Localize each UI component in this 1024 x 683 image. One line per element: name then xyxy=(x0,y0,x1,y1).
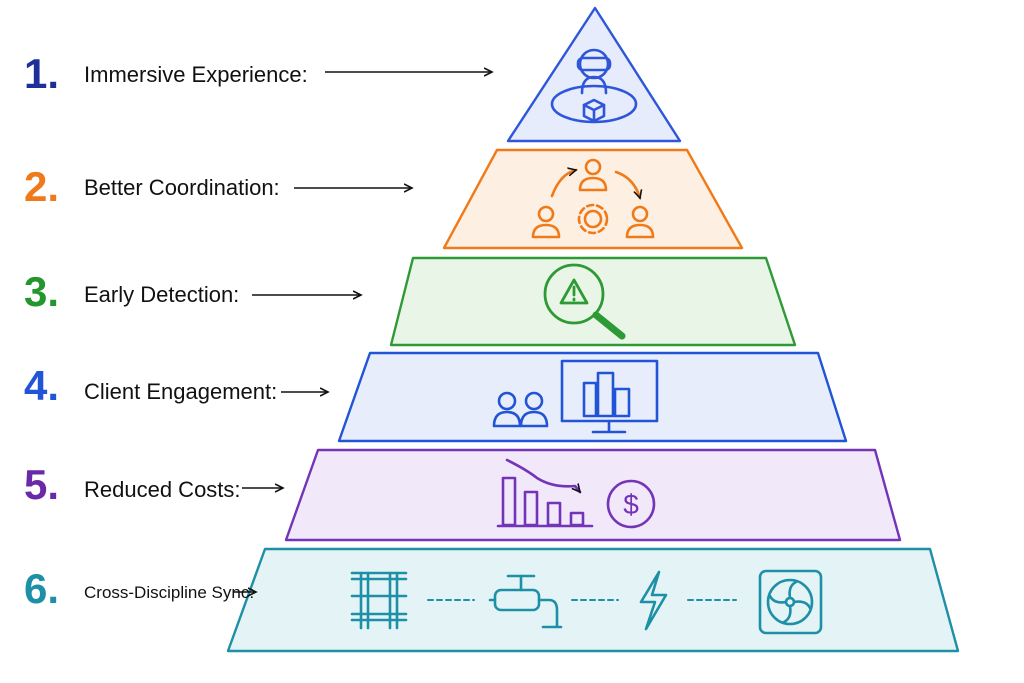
plumbing-valve-icon xyxy=(488,574,563,629)
lightning-icon xyxy=(639,570,668,631)
level-2-label: Better Coordination: xyxy=(84,175,280,200)
level-5-number: 5. xyxy=(24,461,59,508)
level-3-number: 3. xyxy=(24,268,59,315)
hvac-fan-icon xyxy=(758,569,823,635)
level-5-label: Reduced Costs: xyxy=(84,477,241,502)
pyramid-level-5: $ 5. Reduced Costs: xyxy=(24,448,902,542)
pyramid-level-6: 6. Cross-Discipline Sync: xyxy=(24,547,960,653)
warning-magnifier-icon xyxy=(543,263,626,340)
team-coordination-gear-icon xyxy=(531,158,655,239)
structure-plumbing-electrical-hvac-icon xyxy=(350,569,823,635)
level-4-label: Client Engagement: xyxy=(84,379,277,404)
structural-frame-icon xyxy=(350,571,408,630)
vr-headset-user-icon xyxy=(550,48,638,124)
pyramid-tier-5 xyxy=(284,448,902,542)
level-2-number: 2. xyxy=(24,163,59,210)
clients-building-monitor-icon xyxy=(492,359,659,434)
pyramid-tier-4 xyxy=(337,351,848,443)
pyramid-tier-1 xyxy=(506,6,682,143)
level-4-number: 4. xyxy=(24,362,59,409)
level-6-number: 6. xyxy=(24,565,59,612)
pyramid-level-4: 4. Client Engagement: xyxy=(24,351,848,443)
pyramid-tier-2 xyxy=(442,148,744,250)
level-1-number: 1. xyxy=(24,50,59,97)
dollar-icon: $ xyxy=(623,489,639,520)
declining-bars-dollar-icon xyxy=(496,458,656,529)
level-3-label: Early Detection: xyxy=(84,282,239,307)
pyramid-level-3: 3. Early Detection: xyxy=(24,256,797,347)
level-1-label: Immersive Experience: xyxy=(84,62,308,87)
pyramid-tier-3 xyxy=(389,256,797,347)
level-6-label: Cross-Discipline Sync: xyxy=(84,583,254,602)
pyramid-level-2: 2. Better Coordination: xyxy=(24,148,744,250)
pyramid-level-1: 1. Immersive Experience: xyxy=(24,6,682,143)
